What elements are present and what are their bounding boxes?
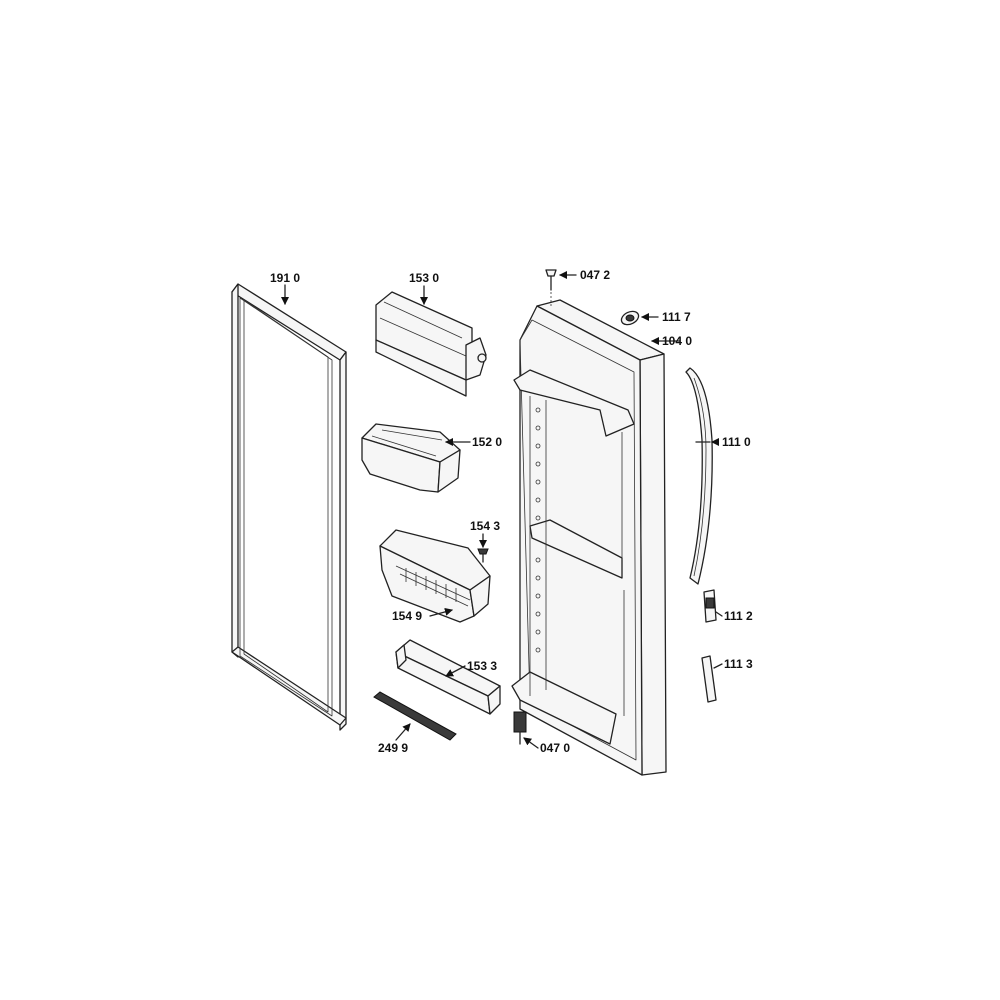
label-153-0: 153 0 <box>409 271 439 285</box>
hinge-cap <box>620 310 640 326</box>
label-047-2: 047 2 <box>580 268 610 282</box>
door-handle <box>685 367 713 585</box>
label-111-3: 111 3 <box>724 657 753 671</box>
top-hinge-pin <box>545 269 557 306</box>
label-153-3: 153 3 <box>467 659 497 673</box>
label-154-9: 154 9 <box>392 609 422 623</box>
door-assembly <box>511 299 667 776</box>
bottom-shelf-rail <box>395 639 501 715</box>
label-191-0: 191 0 <box>270 271 300 285</box>
door-gasket <box>231 283 347 731</box>
screw <box>477 548 489 563</box>
label-154-3: 154 3 <box>470 519 500 533</box>
bottom-hinge-pin <box>513 711 527 745</box>
label-152-0: 152 0 <box>472 435 502 449</box>
upper-door-bin <box>361 423 461 493</box>
lower-handle-bracket <box>701 655 717 703</box>
part-labels: 191 0 153 0 152 0 154 3 154 9 153 3 249 … <box>270 268 753 755</box>
label-104-0: 104 0 <box>662 334 692 348</box>
label-111-7: 111 7 <box>662 310 691 324</box>
label-111-0: 111 0 <box>722 435 751 449</box>
leader-lines <box>281 271 723 749</box>
label-249-9: 249 9 <box>378 741 408 755</box>
lower-door-bin <box>379 529 491 623</box>
label-111-2: 111 2 <box>724 609 753 623</box>
trim-strip <box>373 691 457 741</box>
upper-handle-bracket <box>703 589 717 623</box>
label-047-0: 047 0 <box>540 741 570 755</box>
top-cover-bin <box>375 291 487 397</box>
